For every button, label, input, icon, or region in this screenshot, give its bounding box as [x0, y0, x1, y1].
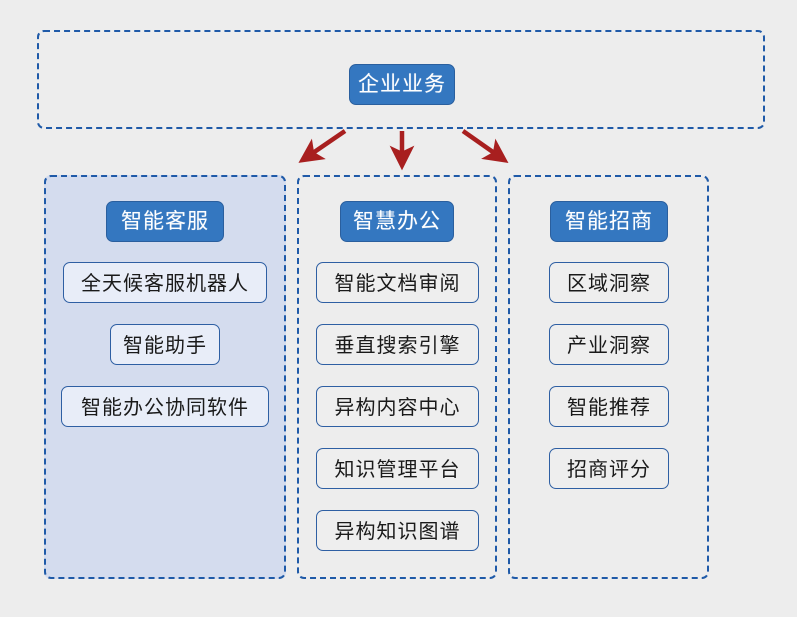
item-box-heterogeneous-content-center[interactable]: 异构内容中心 — [316, 386, 479, 427]
item-box-knowledge-management-platform[interactable]: 知识管理平台 — [316, 448, 479, 489]
item-box-smart-recommendation[interactable]: 智能推荐 — [549, 386, 669, 427]
root-group-container — [37, 30, 765, 129]
item-box-smart-office-collaboration-software[interactable]: 智能办公协同软件 — [61, 386, 269, 427]
column-group-investment-promotion — [508, 175, 709, 579]
item-box-regional-insight[interactable]: 区域洞察 — [549, 262, 669, 303]
column-group-smart-office — [297, 175, 497, 579]
item-box-vertical-search-engine[interactable]: 垂直搜索引擎 — [316, 324, 479, 365]
item-box-heterogeneous-knowledge-graph[interactable]: 异构知识图谱 — [316, 510, 479, 551]
column-header-customer-service[interactable]: 智能客服 — [106, 201, 224, 242]
item-box-industry-insight[interactable]: 产业洞察 — [549, 324, 669, 365]
column-header-smart-office[interactable]: 智慧办公 — [340, 201, 454, 242]
arrow-to-investment — [461, 129, 509, 163]
column-group-customer-service — [44, 175, 286, 579]
item-box-all-day-service-robot[interactable]: 全天候客服机器人 — [63, 262, 267, 303]
root-node-enterprise-business[interactable]: 企业业务 — [349, 64, 455, 105]
item-box-smart-assistant[interactable]: 智能助手 — [110, 324, 220, 365]
arrow-to-customer-service — [298, 129, 347, 163]
column-header-investment-promotion[interactable]: 智能招商 — [550, 201, 668, 242]
item-box-intelligent-document-review[interactable]: 智能文档审阅 — [316, 262, 479, 303]
item-box-investment-scoring[interactable]: 招商评分 — [549, 448, 669, 489]
